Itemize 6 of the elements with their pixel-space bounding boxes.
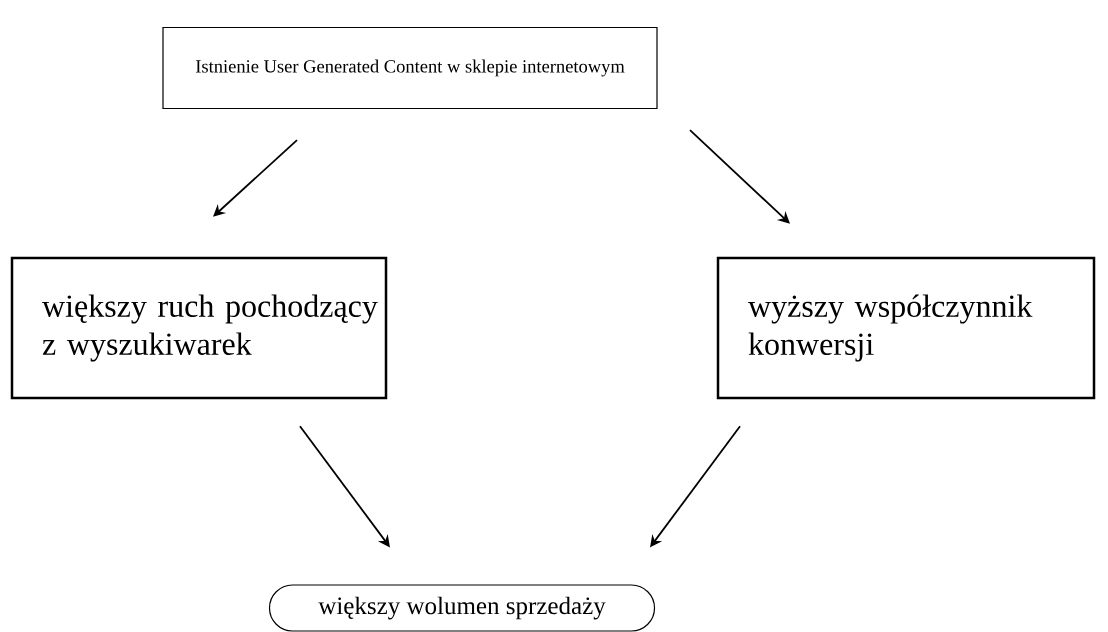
result-box: większy wolumen sprzedaży xyxy=(268,584,656,632)
arrow xyxy=(689,129,790,224)
process-box: wyższy współczynnik konwersji xyxy=(716,256,1096,400)
process-box: Istnienie User Generated Content w sklepie internetowym xyxy=(162,26,658,110)
arrow xyxy=(213,139,298,217)
process-box: większy ruch pochodzący z wyszukiwarek xyxy=(10,256,388,400)
